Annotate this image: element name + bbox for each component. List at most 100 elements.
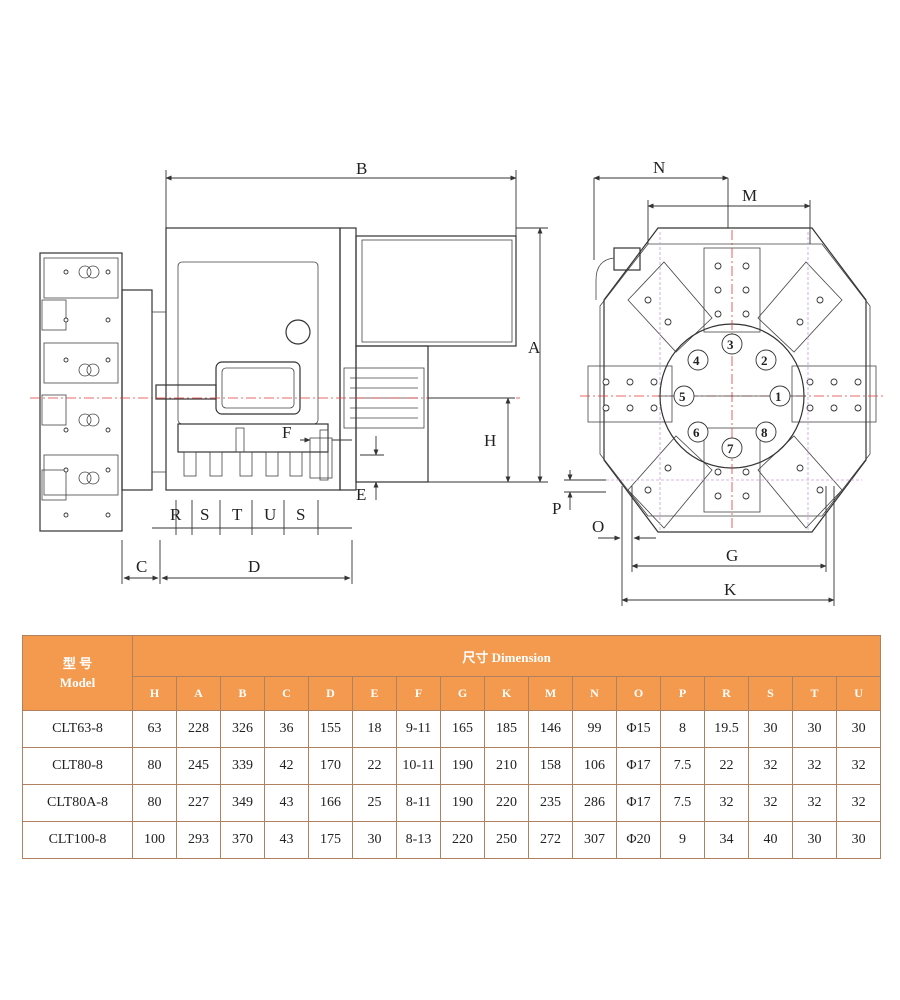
dim-label-U: U bbox=[264, 505, 276, 524]
value-cell-a: 245 bbox=[176, 747, 221, 785]
value-cell-m: 146 bbox=[528, 710, 573, 748]
value-cell-g: 190 bbox=[440, 747, 485, 785]
dim-label-D: D bbox=[248, 557, 260, 576]
tool-disc bbox=[39, 252, 167, 532]
value-cell-u: 30 bbox=[835, 821, 882, 859]
value-cell-n: 286 bbox=[572, 784, 617, 822]
station-7: 7 bbox=[727, 441, 734, 456]
dim-label-M: M bbox=[742, 186, 757, 205]
column-header-u: U bbox=[835, 676, 882, 711]
model-header: 型 号 Model bbox=[22, 635, 133, 711]
value-cell-s: 32 bbox=[748, 747, 793, 785]
column-header-d: D bbox=[308, 676, 353, 711]
value-cell-r: 32 bbox=[704, 784, 749, 822]
column-header-h: H bbox=[132, 676, 177, 711]
value-cell-p: 8 bbox=[660, 710, 705, 748]
column-header-a: A bbox=[176, 676, 221, 711]
value-cell-t: 32 bbox=[792, 747, 837, 785]
value-cell-r: 19.5 bbox=[704, 710, 749, 748]
model-cell: CLT80-8 bbox=[22, 747, 133, 785]
column-header-b: B bbox=[220, 676, 265, 711]
value-cell-c: 36 bbox=[264, 710, 309, 748]
value-cell-f: 8-11 bbox=[396, 784, 441, 822]
value-cell-h: 63 bbox=[132, 710, 177, 748]
dim-label-E: E bbox=[356, 485, 366, 504]
value-cell-o: Φ20 bbox=[616, 821, 661, 859]
column-header-t: T bbox=[792, 676, 837, 711]
station-numbers: 1 2 3 4 5 6 7 8 bbox=[673, 333, 791, 459]
side-view: B A H F E R S T U S C D bbox=[30, 159, 548, 584]
station-6: 6 bbox=[693, 425, 700, 440]
dim-label-B: B bbox=[356, 159, 367, 178]
value-cell-k: 220 bbox=[484, 784, 529, 822]
value-cell-u: 32 bbox=[835, 784, 882, 822]
value-cell-b: 349 bbox=[220, 784, 265, 822]
station-1: 1 bbox=[775, 389, 782, 404]
column-header-o: O bbox=[616, 676, 661, 711]
column-header-p: P bbox=[660, 676, 705, 711]
dim-label-F: F bbox=[282, 423, 291, 442]
value-cell-d: 175 bbox=[308, 821, 353, 859]
value-cell-a: 293 bbox=[176, 821, 221, 859]
value-cell-o: Φ15 bbox=[616, 710, 661, 748]
model-header-cn: 型 号 bbox=[62, 656, 93, 671]
station-5: 5 bbox=[679, 389, 686, 404]
value-cell-m: 272 bbox=[528, 821, 573, 859]
column-header-g: G bbox=[440, 676, 485, 711]
dim-label-N: N bbox=[653, 158, 665, 177]
value-cell-c: 42 bbox=[264, 747, 309, 785]
value-cell-f: 8-13 bbox=[396, 821, 441, 859]
value-cell-c: 43 bbox=[264, 784, 309, 822]
column-header-s: S bbox=[748, 676, 793, 711]
value-cell-s: 30 bbox=[748, 710, 793, 748]
value-cell-m: 158 bbox=[528, 747, 573, 785]
dim-label-S1: S bbox=[200, 505, 209, 524]
value-cell-f: 9-11 bbox=[396, 710, 441, 748]
column-header-n: N bbox=[572, 676, 617, 711]
model-cell: CLT63-8 bbox=[22, 710, 133, 748]
turret-housing bbox=[155, 227, 517, 491]
value-cell-r: 34 bbox=[704, 821, 749, 859]
dim-label-P: P bbox=[552, 499, 561, 518]
value-cell-b: 326 bbox=[220, 710, 265, 748]
dim-label-R: R bbox=[170, 505, 182, 524]
value-cell-m: 235 bbox=[528, 784, 573, 822]
value-cell-r: 22 bbox=[704, 747, 749, 785]
value-cell-k: 250 bbox=[484, 821, 529, 859]
value-cell-p: 9 bbox=[660, 821, 705, 859]
value-cell-n: 307 bbox=[572, 821, 617, 859]
station-3: 3 bbox=[727, 337, 734, 352]
dimension-header: 尺寸 Dimension bbox=[131, 635, 882, 677]
value-cell-h: 80 bbox=[132, 747, 177, 785]
value-cell-n: 106 bbox=[572, 747, 617, 785]
value-cell-a: 227 bbox=[176, 784, 221, 822]
value-cell-e: 22 bbox=[352, 747, 397, 785]
value-cell-k: 185 bbox=[484, 710, 529, 748]
value-cell-t: 30 bbox=[792, 710, 837, 748]
value-cell-e: 30 bbox=[352, 821, 397, 859]
value-cell-o: Φ17 bbox=[616, 747, 661, 785]
dim-label-O: O bbox=[592, 517, 604, 536]
dim-label-K: K bbox=[724, 580, 737, 599]
value-cell-d: 166 bbox=[308, 784, 353, 822]
value-cell-a: 228 bbox=[176, 710, 221, 748]
dim-label-H: H bbox=[484, 431, 496, 450]
value-cell-h: 100 bbox=[132, 821, 177, 859]
dim-label-C: C bbox=[136, 557, 147, 576]
value-cell-e: 18 bbox=[352, 710, 397, 748]
value-cell-g: 165 bbox=[440, 710, 485, 748]
dim-label-T: T bbox=[232, 505, 243, 524]
value-cell-f: 10-11 bbox=[396, 747, 441, 785]
model-header-en: Model bbox=[59, 675, 96, 690]
model-cell: CLT100-8 bbox=[22, 821, 133, 859]
value-cell-u: 32 bbox=[835, 747, 882, 785]
model-cell: CLT80A-8 bbox=[22, 784, 133, 822]
value-cell-t: 30 bbox=[792, 821, 837, 859]
bolt-holes bbox=[602, 262, 862, 500]
value-cell-b: 370 bbox=[220, 821, 265, 859]
value-cell-t: 32 bbox=[792, 784, 837, 822]
value-cell-n: 99 bbox=[572, 710, 617, 748]
